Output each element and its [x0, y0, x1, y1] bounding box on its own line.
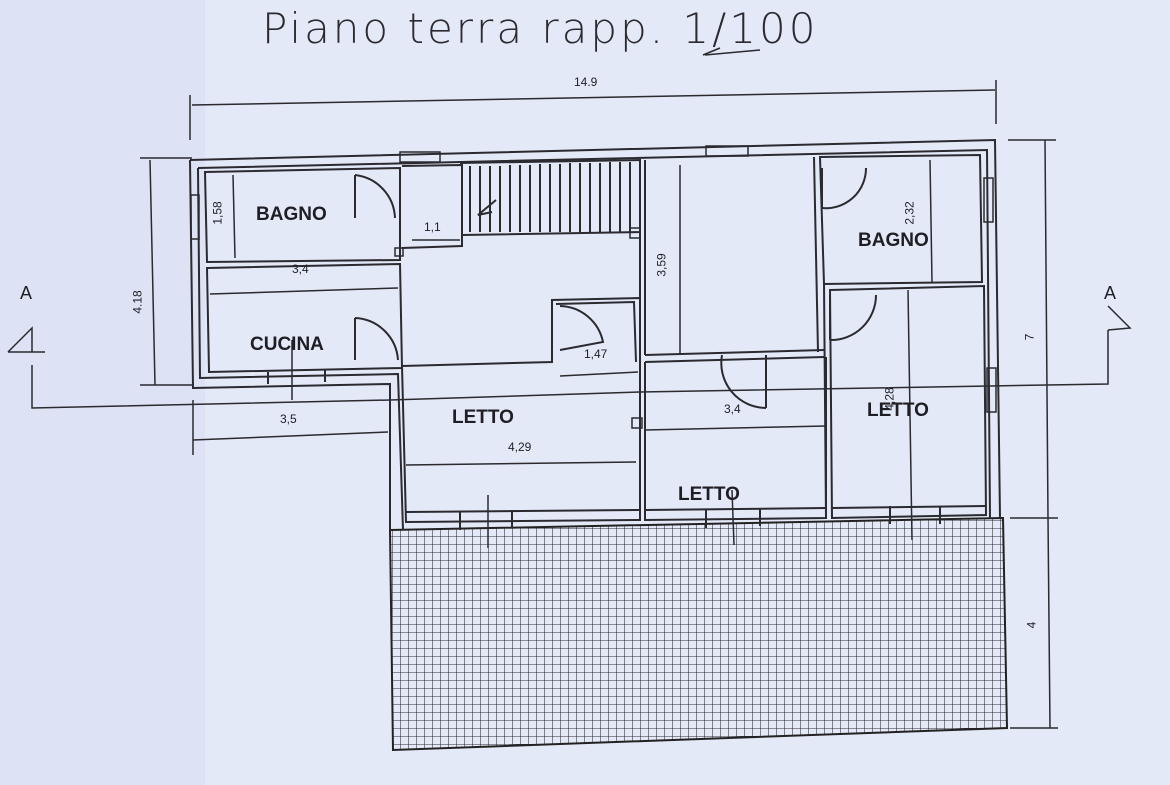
- dim-letto-width: 4,29: [508, 440, 532, 454]
- room-label-letto-right: LETTO: [867, 400, 929, 421]
- room-label-bagno-left: BAGNO: [256, 204, 327, 225]
- section-marker-right: A: [1104, 283, 1117, 303]
- section-marker-left: A: [20, 283, 33, 303]
- dim-letto-right-height: 4,28: [882, 387, 897, 411]
- dim-stair-height: 3,59: [654, 253, 669, 277]
- room-label-letto-bottom: LETTO: [678, 484, 740, 505]
- dim-cucina-width: 3,5: [280, 412, 297, 426]
- dim-terrace-depth: 4: [1024, 621, 1039, 629]
- room-label-cucina: CUCINA: [250, 334, 324, 355]
- dim-bagno-right-height: 2,32: [902, 201, 917, 225]
- dim-corridor-width: 3,4: [724, 402, 741, 416]
- dim-total-height-right: 7: [1022, 333, 1037, 341]
- dimension-lines: [7, 47, 1132, 729]
- terrace-tiles: [388, 516, 1009, 752]
- room-label-letto-center: LETTO: [452, 407, 514, 428]
- dim-bagno-left-width: 3,4: [292, 262, 309, 276]
- room-label-bagno-right: BAGNO: [858, 230, 929, 251]
- plan-title: Piano terra rapp. 1/100: [262, 4, 819, 53]
- dim-bagno-left-height: 1,58: [210, 201, 225, 225]
- dim-hall-width: 1,1: [424, 220, 441, 234]
- paper-fold-shade: [0, 0, 205, 785]
- dim-total-width: 14.9: [574, 75, 598, 89]
- dim-door-width: 1,47: [584, 347, 608, 361]
- dim-total-height-left: 4.18: [130, 290, 145, 314]
